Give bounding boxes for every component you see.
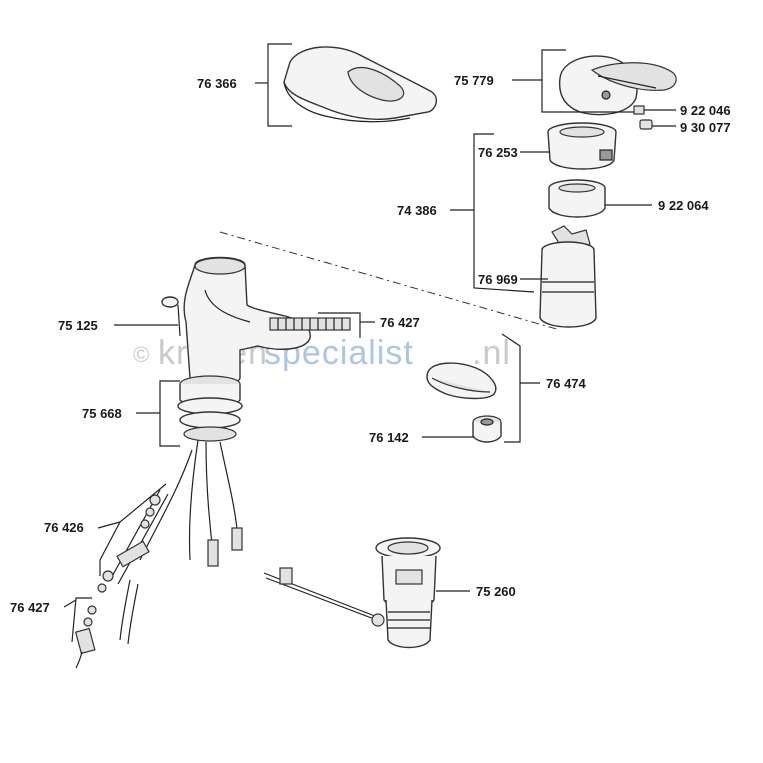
handle-cap-75779 xyxy=(558,55,677,116)
lever-76474 xyxy=(426,362,497,400)
mounting-set-75668 xyxy=(177,375,243,442)
bracket-74386 xyxy=(473,133,535,293)
screw-930077 xyxy=(639,119,676,130)
nut-922064 xyxy=(548,179,606,218)
label-76142: 76 142 xyxy=(369,430,409,445)
label-76426: 76 426 xyxy=(44,520,84,535)
cartridge-76969 xyxy=(539,225,597,328)
label-76253: 76 253 xyxy=(478,145,518,160)
nut-76142 xyxy=(472,415,502,443)
label-922064: 9 22 064 xyxy=(658,198,709,213)
pull-rod-set-76426 xyxy=(97,489,169,645)
hose-end-76427 xyxy=(74,605,97,669)
leader-76427b xyxy=(63,599,77,608)
label-75125: 75 125 xyxy=(58,318,98,333)
label-75668: 75 668 xyxy=(82,406,122,421)
label-922046: 9 22 046 xyxy=(680,103,731,118)
bracket-76474 xyxy=(501,333,521,443)
label-930077: 9 30 077 xyxy=(680,120,731,135)
bracket-76426 xyxy=(99,483,167,576)
waste-valve-75260 xyxy=(263,537,441,649)
handle-lever-76366 xyxy=(283,46,438,123)
bracket-76427a xyxy=(318,312,361,338)
faucet-body xyxy=(161,256,351,385)
assembly-axis-line xyxy=(219,231,561,331)
watermark-copyright: © xyxy=(133,342,149,367)
label-76427a: 76 427 xyxy=(380,315,420,330)
screw-922046 xyxy=(633,105,676,115)
bracket-75668 xyxy=(159,380,180,447)
label-76474: 76 474 xyxy=(546,376,587,391)
bracket-75779 xyxy=(541,49,634,113)
bracket-76427b xyxy=(71,597,92,643)
leader-76426 xyxy=(97,521,121,529)
label-74386: 74 386 xyxy=(397,203,437,218)
ring-76253 xyxy=(547,122,617,170)
label-76969: 76 969 xyxy=(478,272,518,287)
label-76366: 76 366 xyxy=(197,76,237,91)
label-75779: 75 779 xyxy=(454,73,494,88)
bracket-76366 xyxy=(267,43,292,127)
label-76427b: 76 427 xyxy=(10,600,50,615)
watermark-part3: .nl xyxy=(472,334,511,372)
label-75260: 75 260 xyxy=(476,584,516,599)
